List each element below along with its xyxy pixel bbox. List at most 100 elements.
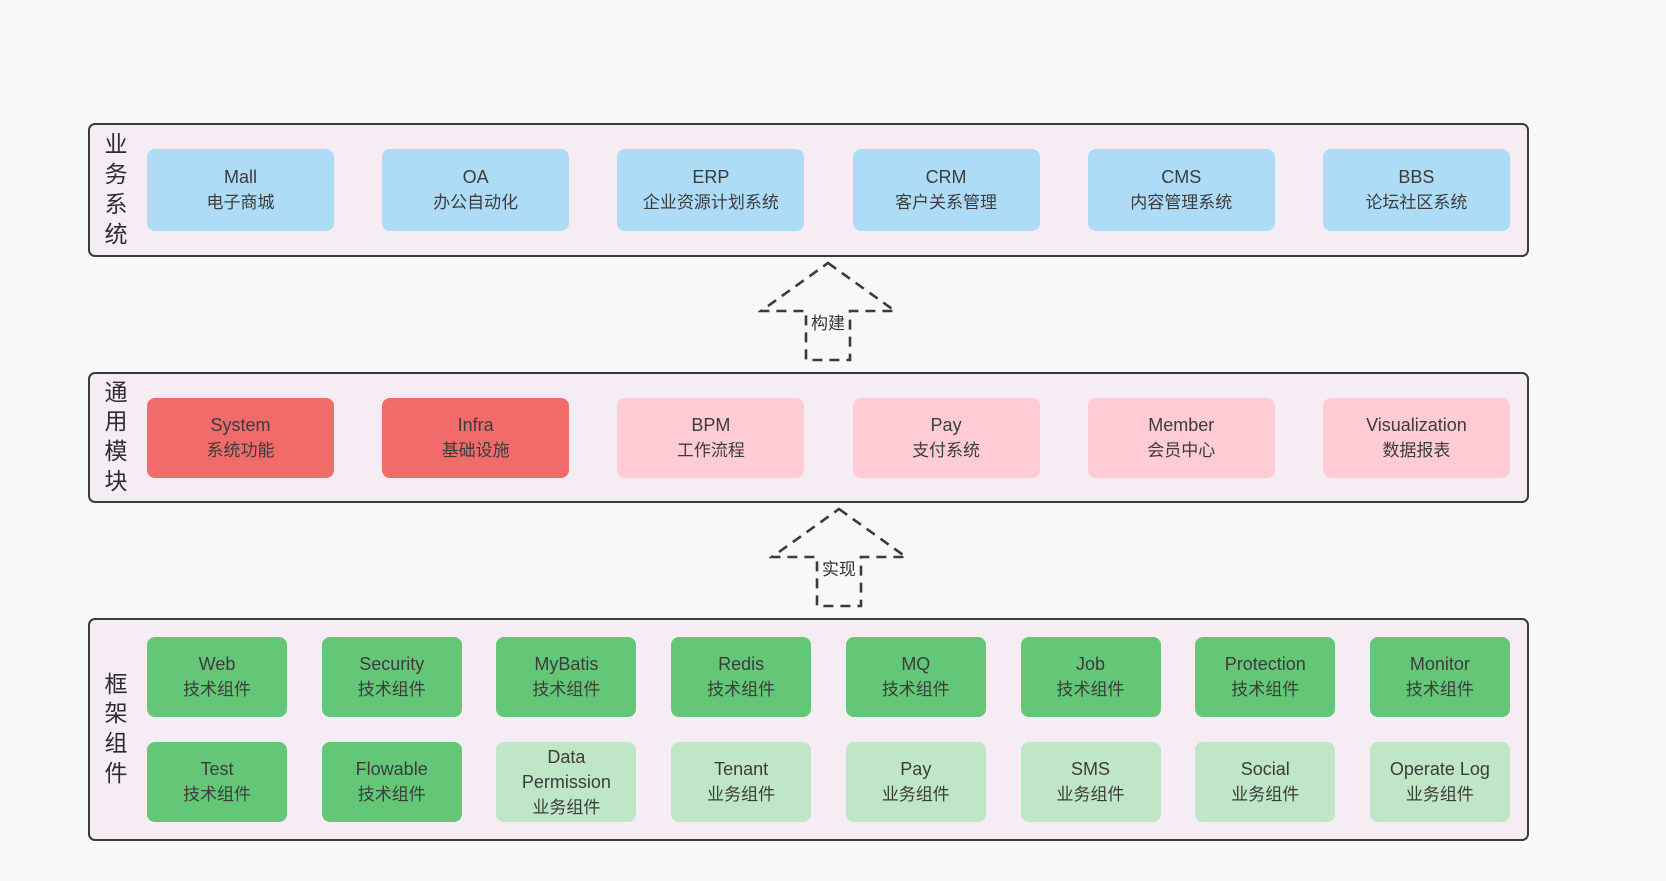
component-name: Social [1240,759,1290,779]
component-subtitle: 系统功能 [206,440,275,460]
component-box: Member 会员中心 [1087,397,1275,478]
component-box: Monitor 技术组件 [1369,637,1510,717]
band-content: System 系统功能 Infra 基础设施 BPM 工作流程 Pay 支付系统… [147,374,1510,501]
band-common-modules: 内置功能 通用模块 System 系统功能 Infra 基础设施 BPM 工作流… [88,372,1529,503]
component-box: Job 技术组件 [1020,637,1161,717]
component-name: BBS [1398,167,1435,187]
component-box: MyBatis 技术组件 [496,637,637,717]
component-subtitle: 企业资源计划系统 [642,193,779,212]
band-framework-components: 内置组件 框架组件 Web 技术组件 Security 技术组件 MyBatis… [88,618,1529,841]
component-box: BBS 论坛社区系统 [1322,149,1510,231]
component-subtitle: 基础设施 [441,440,510,460]
component-box: System 系统功能 [147,397,334,478]
component-subtitle: 技术组件 [183,785,251,804]
component-subtitle: 业务组件 [881,785,950,804]
component-subtitle: 技术组件 [532,680,601,699]
component-name: OA [462,167,489,187]
component-name: Redis [718,654,765,674]
band-business-systems: 业务系统 Mall 电子商城 OA 办公自动化 ERP 企业资源计划系统 CRM… [88,123,1529,257]
component-subtitle: 办公自动化 [433,193,519,212]
component-subtitle: 技术组件 [357,680,426,699]
sticky-note-built-in-features: 内置功能 [40,370,95,472]
band-label-business-systems: 业务系统 [104,131,128,247]
component-subtitle: 业务组件 [1231,785,1300,804]
component-subtitle: 技术组件 [881,680,950,699]
component-box: Operate Log 业务组件 [1369,742,1510,822]
band-label-common-modules: 通用模块 [104,378,128,495]
component-subtitle: 业务组件 [1056,785,1125,804]
component-box: Tenant 业务组件 [671,742,812,822]
component-name: Pay [900,759,932,779]
component-name: Tenant [714,759,769,779]
component-row: Web 技术组件 Security 技术组件 MyBatis 技术组件 Redi… [147,637,1510,717]
band-content: Web 技术组件 Security 技术组件 MyBatis 技术组件 Redi… [147,620,1510,839]
component-subtitle: 业务组件 [532,797,601,817]
component-name: Infra [457,414,494,435]
arrow-build: 构建 [758,260,898,363]
component-name: SMS [1071,759,1111,779]
component-name: System [210,414,271,435]
component-box: CRM 客户关系管理 [852,149,1040,231]
note-fold-corner-icon [77,657,95,675]
component-box: BPM 工作流程 [617,397,805,478]
component-subtitle: 电子商城 [206,193,275,212]
component-subtitle: 业务组件 [1405,785,1474,804]
dashed-up-arrow-icon [758,261,898,362]
arrow-build-label: 构建 [808,309,848,334]
component-box: Flowable 技术组件 [321,742,462,822]
component-box: Security 技术组件 [321,637,462,717]
component-name: Protection [1224,654,1306,674]
component-subtitle: 技术组件 [1056,680,1125,699]
component-name: Test [200,759,234,779]
component-subtitle: 支付系统 [912,440,981,460]
component-name: BPM [691,414,731,435]
component-row: Mall 电子商城 OA 办公自动化 ERP 企业资源计划系统 CRM 客户关系… [147,149,1510,231]
component-box: Social 业务组件 [1195,742,1336,822]
sticky-note-label: 内置组件 [57,672,78,772]
component-box: Test 技术组件 [147,742,287,822]
component-name: Data Permission [521,746,611,792]
component-name: Mall [223,167,257,187]
component-subtitle: 业务组件 [707,785,776,804]
component-box: ERP 企业资源计划系统 [617,149,805,231]
component-name: Monitor [1409,654,1470,674]
component-row: System 系统功能 Infra 基础设施 BPM 工作流程 Pay 支付系统… [147,397,1510,478]
sticky-note-label: 内置功能 [57,370,78,470]
arrow-implement: 实现 [769,506,909,609]
component-box: Infra 基础设施 [382,397,570,478]
component-box: Protection 技术组件 [1195,637,1336,717]
sticky-note-built-in-components: 内置组件 [40,657,95,789]
component-name: MQ [901,654,931,674]
component-subtitle: 技术组件 [1231,680,1300,699]
component-box: MQ 技术组件 [845,637,986,717]
component-box: Visualization 数据报表 [1322,397,1510,478]
component-name: Web [198,654,236,674]
component-box: Web 技术组件 [147,637,287,717]
component-name: MyBatis [534,654,599,674]
component-row: Test 技术组件 Flowable 技术组件 Data Permission … [147,742,1510,822]
dashed-up-arrow-icon [769,507,909,608]
component-name: Operate Log [1389,759,1490,779]
component-subtitle: 技术组件 [1405,680,1474,699]
arrow-implement-label: 实现 [819,555,859,580]
component-name: ERP [692,167,730,187]
component-name: Security [359,654,425,674]
component-box: Pay 业务组件 [845,742,986,822]
component-subtitle: 技术组件 [357,785,426,804]
component-box: Redis 技术组件 [671,637,812,717]
component-subtitle: 数据报表 [1382,440,1451,460]
component-subtitle: 内容管理系统 [1130,193,1233,212]
component-name: CRM [925,167,967,187]
component-name: Pay [930,414,962,435]
component-box: SMS 业务组件 [1020,742,1161,822]
component-box: OA 办公自动化 [382,149,570,231]
note-fold-corner-icon [77,370,95,388]
component-box: Data Permission 业务组件 [496,742,637,822]
component-name: CMS [1161,167,1202,187]
band-label-framework-components: 框架组件 [104,670,128,787]
component-subtitle: 客户关系管理 [895,193,998,212]
component-name: Job [1076,654,1106,674]
component-name: Visualization [1366,414,1467,435]
component-subtitle: 技术组件 [707,680,776,699]
